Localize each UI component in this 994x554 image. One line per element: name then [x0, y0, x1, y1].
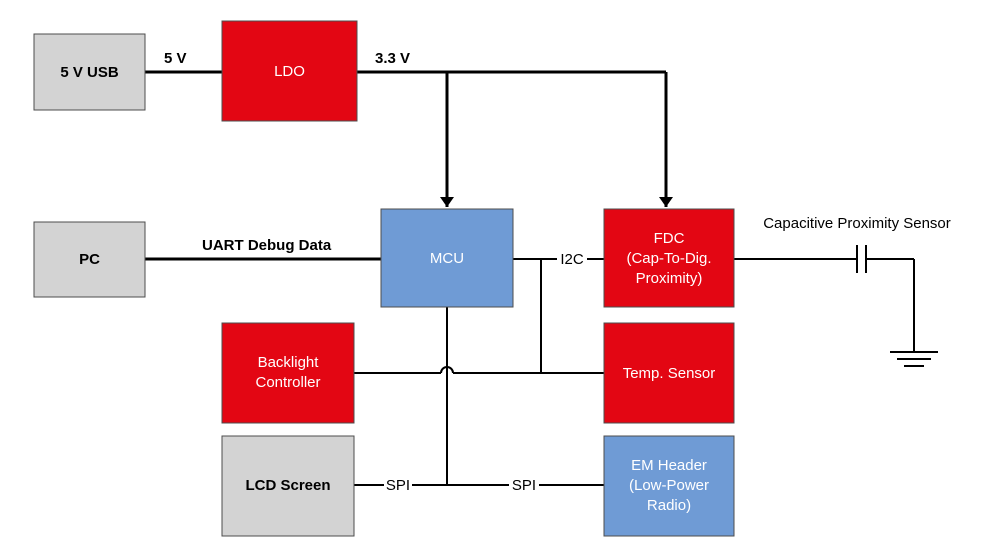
block-lcd-text: LCD Screen [245, 477, 330, 494]
block-fdc-line: FDC [654, 230, 685, 247]
block-ldo: LDO [221, 20, 358, 122]
block-temp-text: Temp. Sensor [623, 365, 716, 382]
block-mcu-line: MCU [430, 250, 464, 267]
label-uart: UART Debug Data [202, 237, 332, 254]
block-temp-sensor: Temp. Sensor [603, 322, 735, 424]
block-lcd-line: LCD Screen [245, 477, 330, 494]
block-fdc-line: Proximity) [636, 270, 703, 287]
block-temp-line: Temp. Sensor [623, 365, 716, 382]
block-ldo-text: LDO [274, 63, 305, 80]
block-mcu-text: MCU [430, 250, 464, 267]
block-fdc-line: (Cap-To-Dig. [626, 250, 711, 267]
label-3v3: 3.3 V [375, 50, 410, 67]
block-em-line: (Low-Power [629, 477, 709, 494]
ground-icon [890, 351, 938, 367]
block-usb-text: 5 V USB [60, 64, 119, 81]
block-fdc-text: FDC (Cap-To-Dig. Proximity) [626, 230, 711, 287]
block-backlight-line: Backlight [258, 354, 320, 371]
wires [145, 70, 938, 486]
block-pc-text: PC [79, 251, 100, 268]
block-pc: PC [33, 221, 146, 298]
block-mcu: MCU [380, 208, 514, 308]
block-em-line: EM Header [631, 457, 707, 474]
block-em-line: Radio) [647, 497, 691, 514]
block-ldo-line: LDO [274, 63, 305, 80]
label-5v: 5 V [164, 50, 187, 67]
block-backlight-line: Controller [255, 374, 320, 391]
label-spi-em: SPI [512, 477, 536, 494]
block-usb-line: 5 V USB [60, 64, 119, 81]
label-spi-lcd: SPI [386, 477, 410, 494]
block-pc-line: PC [79, 251, 100, 268]
block-usb: 5 V USB [33, 33, 146, 111]
block-fdc: FDC (Cap-To-Dig. Proximity) [603, 208, 735, 308]
block-lcd: LCD Screen [221, 435, 355, 537]
label-i2c: I2C [560, 251, 584, 268]
label-capacitive-sensor: Capacitive Proximity Sensor [763, 215, 951, 232]
